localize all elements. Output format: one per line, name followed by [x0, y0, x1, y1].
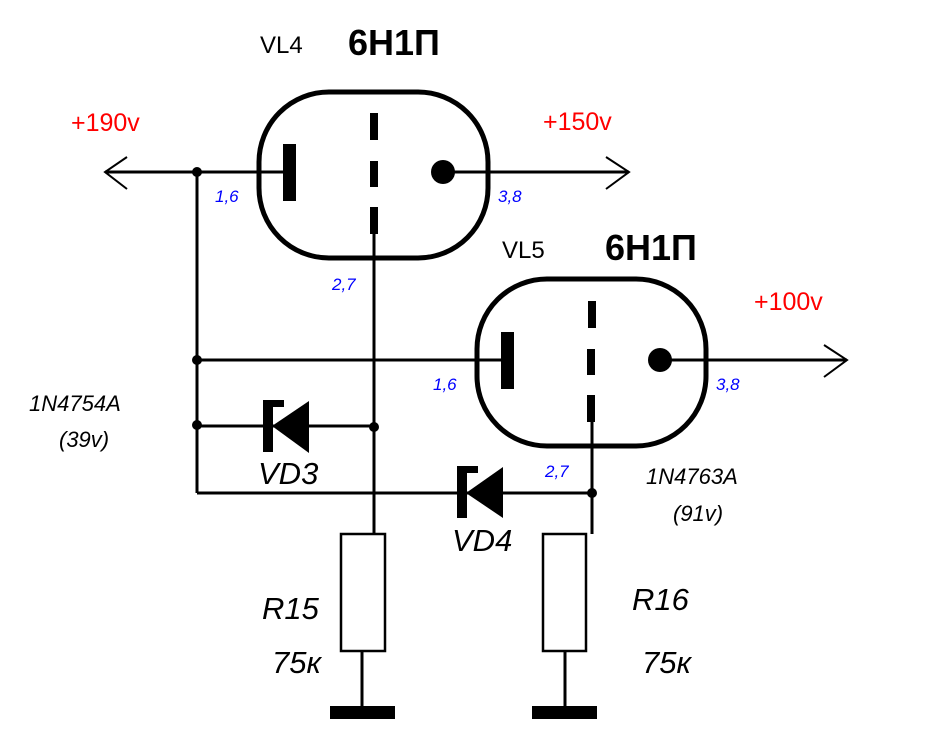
zener-cathode-bar — [457, 466, 467, 518]
zener-triangle — [272, 401, 309, 453]
ground-r16-icon — [532, 706, 597, 719]
vl4-grid-pin-label: 2,7 — [331, 275, 356, 294]
vl5-cathode-pin-label: 3,8 — [716, 375, 740, 394]
r15-ref-label: R15 — [262, 591, 320, 626]
vl5-output-voltage-label: +100v — [754, 288, 823, 316]
zener-cathode-bar — [263, 400, 273, 452]
vd4-ref-label: VD4 — [452, 523, 512, 558]
r16-value-label: 75к — [642, 645, 692, 680]
resistor-r15-icon — [339, 532, 387, 653]
vl5-type-label: 6Н1П — [605, 227, 697, 268]
vl5-anode-pin-label: 1,6 — [433, 375, 457, 394]
vd4-part-label: 1N4763A — [646, 464, 738, 489]
vd3-voltage-label: (39v) — [59, 427, 109, 452]
vl4-ref-label: VL4 — [260, 32, 303, 59]
grid-segment — [370, 113, 378, 140]
grid-segment — [588, 301, 596, 328]
vl5-grid-pin-label: 2,7 — [544, 462, 569, 481]
vd3-ref-label: VD3 — [258, 456, 318, 491]
anode-plate — [283, 144, 296, 201]
r15-value-label: 75к — [272, 645, 322, 680]
zener-triangle — [466, 467, 503, 518]
anode-plate — [501, 332, 514, 389]
vd4-voltage-label: (91v) — [673, 501, 723, 526]
vl4-anode-pin-label: 1,6 — [215, 187, 239, 206]
input-voltage-label: +190v — [71, 109, 140, 137]
vl4-cathode-pin-label: 3,8 — [498, 187, 522, 206]
resistor-r16-icon — [541, 532, 588, 653]
tube-vl4 — [256, 89, 491, 261]
zener-cathode-flag — [457, 466, 478, 473]
r16-ref-label: R16 — [632, 582, 690, 617]
grid-segment — [587, 349, 595, 375]
junction-dot — [192, 167, 202, 177]
vd3-part-label: 1N4754A — [29, 391, 121, 416]
grid-segment — [370, 161, 378, 187]
vl4-output-voltage-label: +150v — [543, 108, 612, 136]
ground-r15-icon — [330, 706, 395, 719]
vl4-output-arrow-icon — [605, 156, 631, 190]
vl4-type-label: 6Н1П — [348, 22, 440, 63]
vl5-ref-label: VL5 — [502, 237, 545, 264]
vl5-output-arrow-icon — [823, 344, 849, 378]
zener-cathode-flag — [263, 400, 284, 407]
zener-diode-vd4-icon — [457, 466, 503, 518]
grid-segment — [587, 395, 595, 422]
grid-segment — [370, 207, 378, 234]
zener-diode-vd3-icon — [263, 400, 309, 453]
